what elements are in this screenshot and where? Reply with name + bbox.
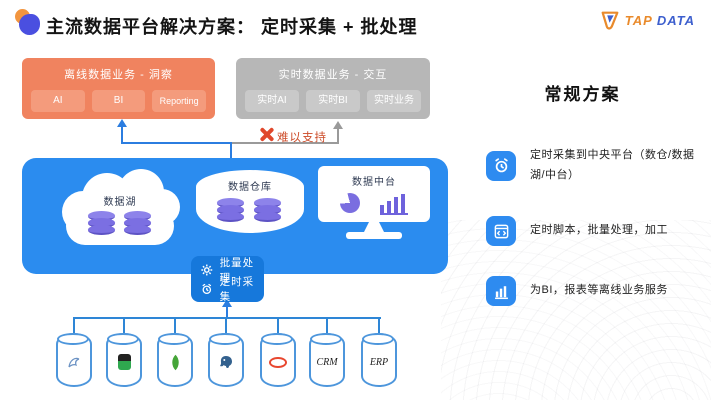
solution-heading: 常规方案 <box>544 85 621 104</box>
crm-label: CRM <box>316 356 338 368</box>
mid-platform-label: 数据中台 <box>352 177 396 188</box>
bar-chart-icon <box>486 276 516 306</box>
database-stack-icon <box>254 198 281 222</box>
source-cylinder-crm: CRM <box>309 333 345 387</box>
erp-label: ERP <box>369 356 389 368</box>
connector-blue-stem <box>230 142 232 159</box>
chip-realtime-ai: 实时AI <box>245 90 299 112</box>
scheduled-collect-row: 定时采集 <box>201 276 264 303</box>
unsupported-label: 难以支持 <box>277 132 327 144</box>
chip-bi: BI <box>91 90 146 112</box>
chip-realtime-bi: 实时BI <box>306 90 360 112</box>
source-cylinder-postgresql <box>208 333 244 387</box>
process-badge: 批量处理 定时采集 <box>191 256 264 303</box>
green-db-icon <box>106 352 142 372</box>
source-tree-drop <box>326 317 328 333</box>
source-cylinder-mysql <box>56 333 92 387</box>
database-stack-icon <box>88 211 115 235</box>
gear-icon <box>201 264 213 275</box>
realtime-box-title: 实时数据业务 - 交互 <box>278 69 388 81</box>
unsupported-x-icon <box>259 127 275 142</box>
mongodb-icon <box>157 352 193 372</box>
bar-chart-mini-icon <box>380 193 410 215</box>
source-cylinder-mongodb <box>157 333 193 387</box>
alarm-clock-icon <box>202 283 212 294</box>
arrow-up-gray-icon <box>333 121 343 129</box>
mysql-icon <box>56 352 92 372</box>
scheduled-collect-label: 定时采集 <box>219 275 255 303</box>
realtime-business-box: 实时数据业务 - 交互 实时AI 实时BI 实时业务 <box>236 58 430 119</box>
data-lake-cloud: 数据湖 <box>58 165 182 251</box>
solution-item-collect: 定时采集到中央平台（数仓/数据湖/中台） <box>486 146 702 186</box>
source-cylinder-green-db <box>106 333 142 387</box>
source-cylinder-erp: ERP <box>361 333 397 387</box>
source-tree-drop <box>174 317 176 333</box>
arrow-up-blue-icon <box>117 119 127 127</box>
chip-ai: AI <box>31 90 85 112</box>
solution-item-script: 定时脚本，批量处理，加工 <box>486 216 702 246</box>
chip-reporting: Reporting <box>152 90 207 112</box>
chip-realtime-business: 实时业务 <box>367 90 421 112</box>
connector-gray-vertical <box>337 129 339 143</box>
arrow-up-to-badge-icon <box>222 299 232 307</box>
badge-arrow-stem <box>226 306 228 318</box>
offline-box-title: 离线数据业务 - 洞察 <box>64 69 173 81</box>
pie-chart-icon <box>340 193 360 213</box>
connector-blue-horizontal <box>121 142 232 144</box>
connector-gray-horizontal <box>232 142 339 144</box>
data-warehouse-cylinder: 数据仓库 <box>196 168 304 236</box>
slide-bullet-logo-icon <box>14 9 42 37</box>
source-tree-horizontal <box>73 317 381 319</box>
data-lake-label: 数据湖 <box>103 197 137 208</box>
source-cylinder-oracle <box>260 333 296 387</box>
alarm-clock-icon <box>486 150 516 181</box>
solution-item-text: 定时采集到中央平台（数仓/数据湖/中台） <box>530 149 695 181</box>
source-tree-drop <box>73 317 75 333</box>
source-tree-drop <box>277 317 279 333</box>
batch-process-label: 批量处理 <box>219 256 255 284</box>
solution-item-text: 定时脚本，批量处理，加工 <box>530 224 668 237</box>
postgresql-icon <box>208 352 244 372</box>
database-stack-icon <box>124 211 151 235</box>
database-stack-icon <box>217 198 244 222</box>
solution-item-text: 为BI，报表等离线业务服务 <box>530 284 668 297</box>
connector-blue-vertical <box>121 127 123 143</box>
decorative-rings <box>441 220 711 400</box>
brand-word-tap: TAP <box>624 12 653 28</box>
source-tree-drop <box>225 317 227 333</box>
batch-process-row: 批量处理 <box>201 257 264 284</box>
solution-item-bi: 为BI，报表等离线业务服务 <box>486 276 702 306</box>
code-script-icon <box>486 216 516 246</box>
brand-word-data: DATA <box>656 12 695 28</box>
offline-business-box: 离线数据业务 - 洞察 AI BI Reporting <box>22 58 215 119</box>
page-title: 主流数据平台解决方案： 定时采集 + 批处理 <box>46 17 418 37</box>
tapdata-shield-icon <box>601 11 619 30</box>
oracle-icon <box>260 352 296 372</box>
source-tree-drop <box>378 317 380 333</box>
mid-platform-monitor: 数据中台 <box>316 166 432 242</box>
data-warehouse-label: 数据仓库 <box>228 182 272 193</box>
source-tree-drop <box>123 317 125 333</box>
